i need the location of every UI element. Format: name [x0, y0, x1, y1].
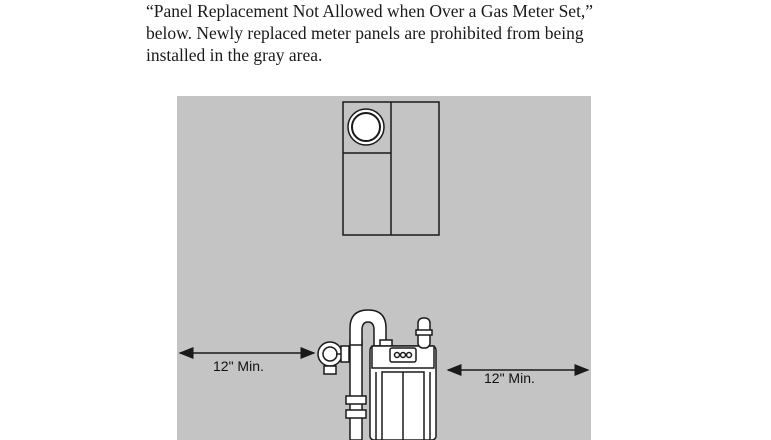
meter-dial-inner — [351, 112, 381, 142]
paragraph-line-1: “Panel Replacement Not Allowed when Over… — [146, 1, 594, 21]
left-clearance-dimension: 12" Min. — [178, 347, 316, 374]
left-dimension-label: 12" Min. — [213, 358, 264, 374]
meter-panel — [342, 101, 440, 236]
document-paragraph: “Panel Replacement Not Allowed when Over… — [146, 0, 706, 66]
gas-meter-set — [317, 309, 437, 440]
paragraph-line-3: installed in the gray area. — [146, 45, 323, 65]
inlet-pipe — [349, 339, 363, 440]
right-clearance-dimension: 12" Min. — [446, 364, 590, 386]
right-dimension-label: 12" Min. — [484, 370, 535, 386]
paragraph-line-2: below. Newly replaced meter panels are p… — [146, 23, 584, 43]
